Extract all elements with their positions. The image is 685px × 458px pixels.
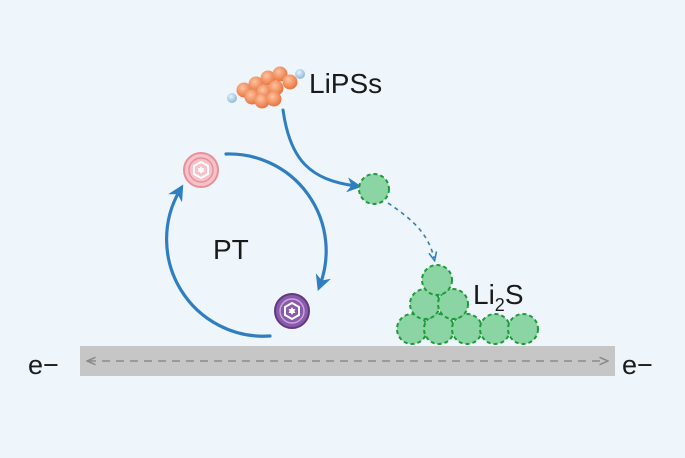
li2s-label-main: Li	[473, 279, 495, 310]
li2s-pile	[396, 264, 539, 345]
lipss-conversion-arrow	[281, 108, 362, 193]
li2s-particle-icon	[421, 264, 453, 296]
pt-molecule-pink-icon	[183, 152, 219, 188]
lipss-cluster-icon	[227, 66, 305, 109]
li2s-particle-icon	[479, 313, 511, 345]
cycle-arrow-top	[224, 152, 331, 291]
electron-label-right: e−	[622, 350, 653, 380]
electron-label-left: e−	[28, 350, 59, 380]
cycle-arrow-bottom	[165, 184, 272, 338]
li2s-particle-icon	[507, 313, 539, 345]
pt-molecule-purple-icon	[274, 293, 310, 329]
pt-label: PT	[213, 234, 249, 265]
li2s-particle-icon	[437, 288, 469, 320]
li2s-label-tail: S	[505, 279, 524, 310]
li2s-label-subscript: 2	[495, 295, 505, 315]
li2s-deposition-arrow	[387, 202, 434, 258]
li2s-label: Li2S	[473, 279, 524, 315]
li2s-nucleus-icon	[358, 173, 390, 205]
lipss-label: LiPSs	[309, 68, 382, 99]
